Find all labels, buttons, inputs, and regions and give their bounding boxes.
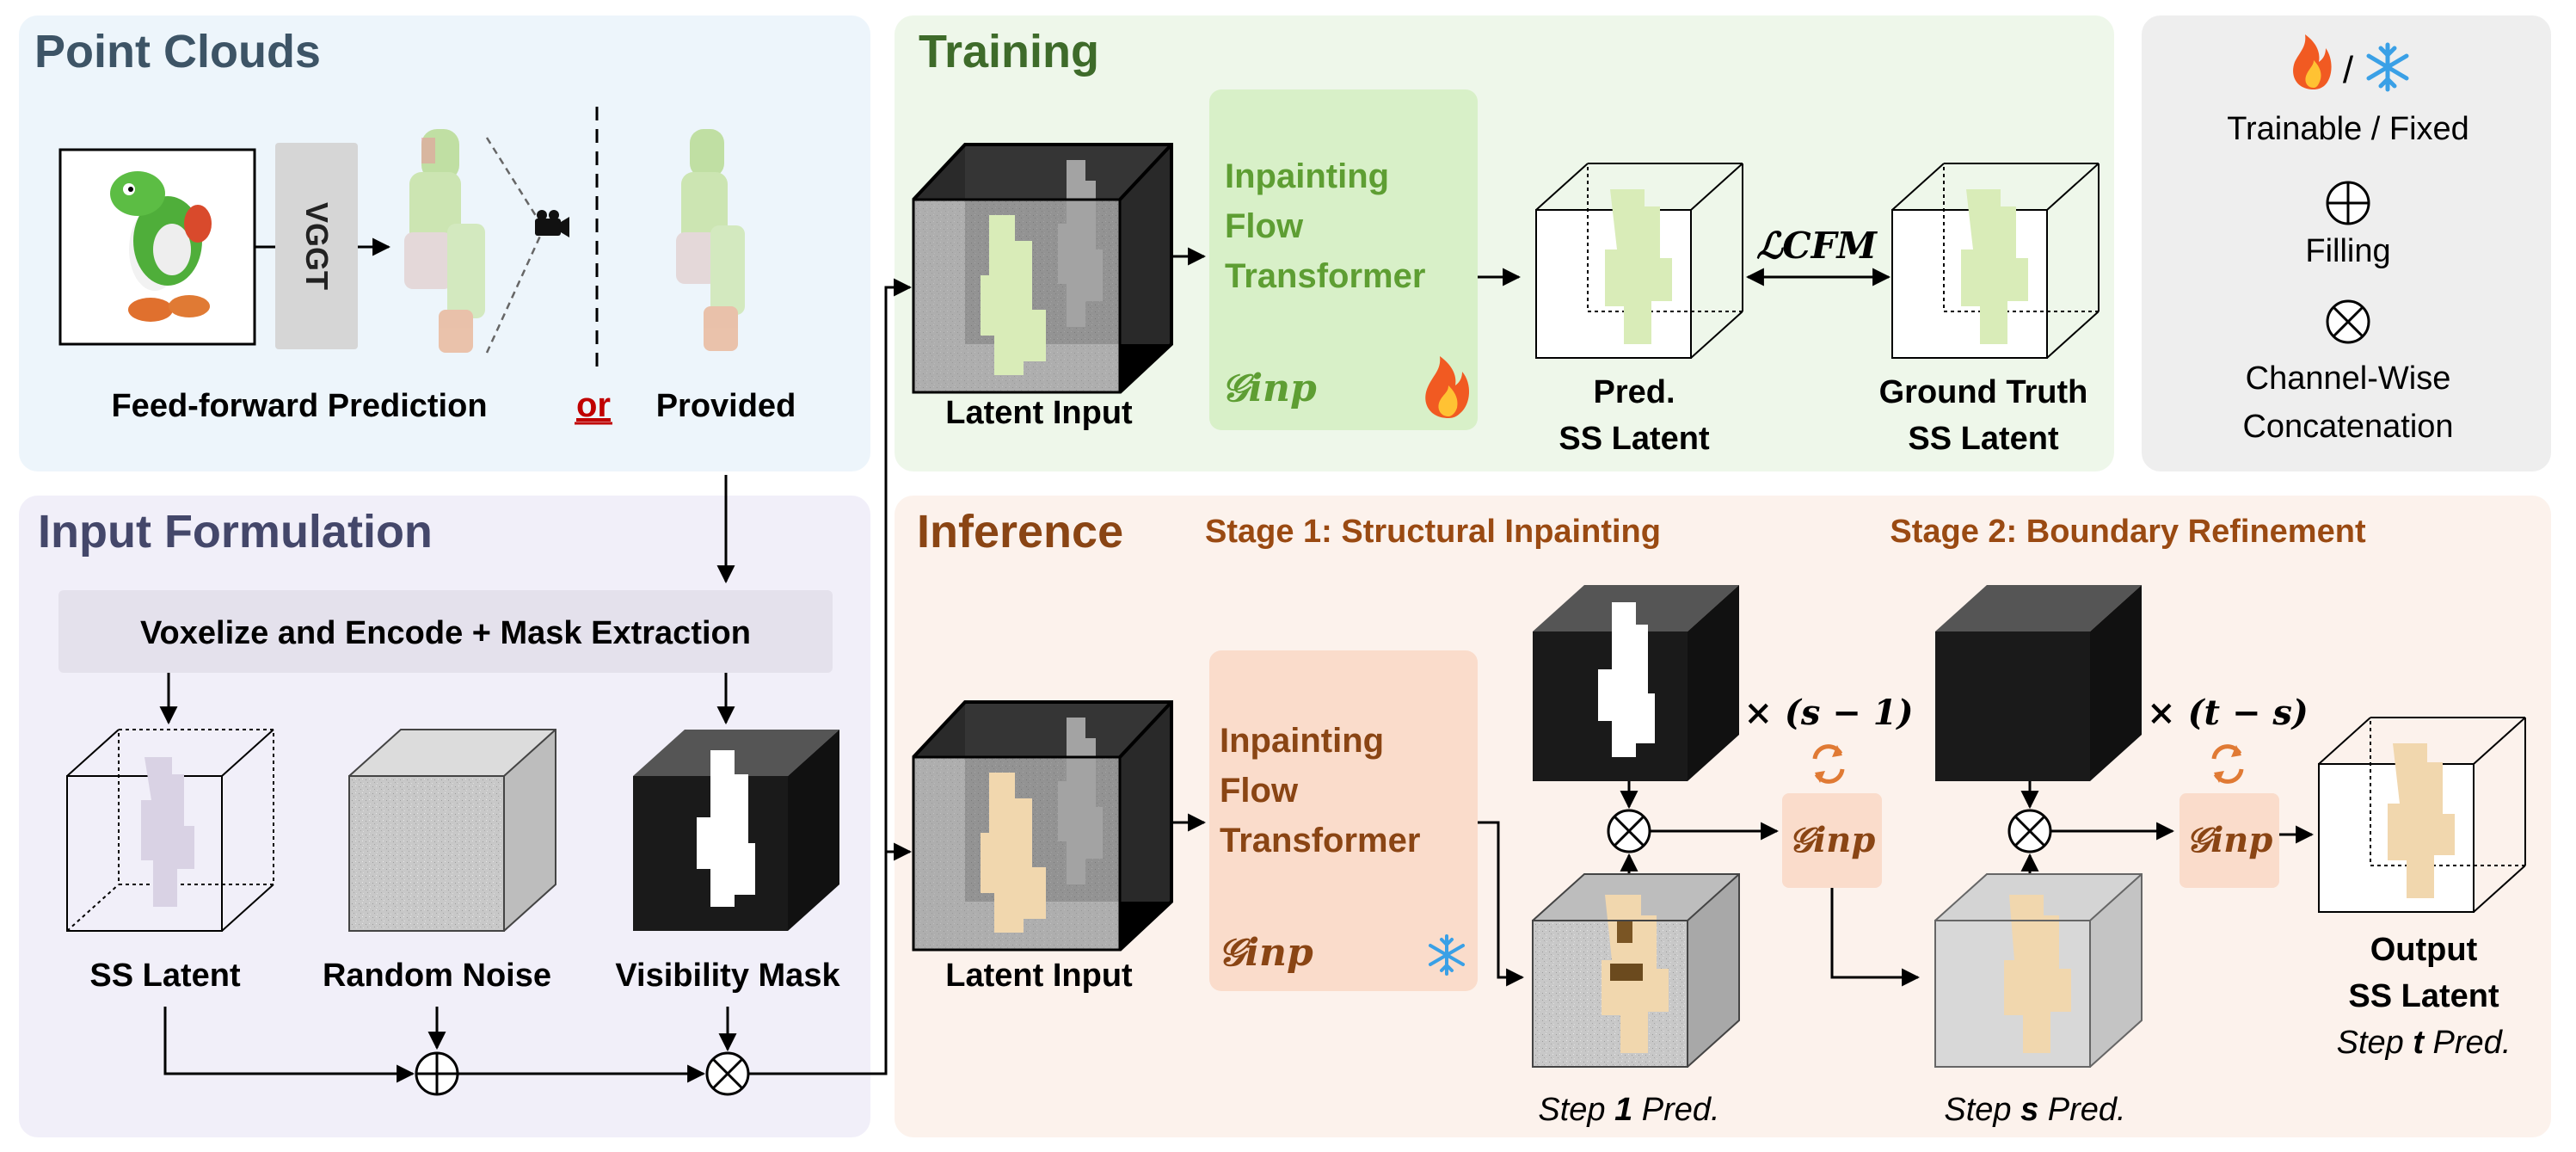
training-latent-input-label: Latent Input xyxy=(945,395,1133,431)
camera-icon xyxy=(535,210,569,237)
training-transformer-box xyxy=(1209,89,1478,430)
inference-transformer-line3: Transformer xyxy=(1220,822,1420,859)
output-line2: SS Latent xyxy=(2348,978,2499,1014)
times-t-minus-s: × (t − s) xyxy=(2147,693,2309,733)
stage2-ginp-label: 𝒢inp xyxy=(2186,820,2273,860)
random-noise-label: Random Noise xyxy=(323,958,551,994)
steps-pred-label: Step s Pred. xyxy=(1944,1092,2125,1128)
stage2-title: Stage 2: Boundary Refinement xyxy=(1890,514,2366,550)
training-transformer-line1: Inpainting xyxy=(1225,157,1389,195)
legend-filling-icon xyxy=(2326,181,2370,225)
legend-concat-icon xyxy=(2326,299,2370,344)
visibility-mask-cube xyxy=(633,730,839,931)
legend-concat-line2: Concatenation xyxy=(2242,409,2453,445)
steps-pred-cube xyxy=(1934,873,2143,1068)
loss-label: ℒCFM xyxy=(1756,225,1878,267)
provided-point-cloud xyxy=(676,129,745,351)
stage1-concat-icon xyxy=(1607,809,1651,853)
voxelize-label: Voxelize and Encode + Mask Extraction xyxy=(140,615,751,651)
voxelize-box xyxy=(58,590,833,673)
inference-transformer-box xyxy=(1209,650,1478,991)
inference-title: Inference xyxy=(917,506,1123,558)
training-pred-line2: SS Latent xyxy=(1559,421,1710,457)
ss-latent-label: SS Latent xyxy=(89,958,241,994)
stage2-mask-cube xyxy=(1935,585,2142,781)
training-transformer-line2: Flow xyxy=(1225,207,1304,245)
legend-fire-icon xyxy=(2293,34,2332,89)
training-pred-line1: Pred. xyxy=(1593,374,1675,410)
input-formulation-title: Input Formulation xyxy=(38,506,433,558)
stage1-ginp-box xyxy=(1782,793,1882,888)
concat-op-icon xyxy=(705,1051,750,1096)
legend-concat-line1: Channel-Wise xyxy=(2246,360,2451,397)
filling-op-icon xyxy=(415,1051,459,1096)
random-noise-cube xyxy=(348,729,556,932)
or-label: or xyxy=(576,386,611,424)
stage1-loop-icon xyxy=(1812,744,1845,784)
stage1-title: Stage 1: Structural Inpainting xyxy=(1205,514,1661,550)
training-gt-line2: SS Latent xyxy=(1908,421,2059,457)
training-panel xyxy=(895,15,2114,471)
ss-latent-cube xyxy=(66,729,274,932)
legend-slash: / xyxy=(2343,49,2354,91)
snowflake-icon xyxy=(1429,934,1465,976)
stage1-ginp-label: 𝒢inp xyxy=(1789,820,1876,860)
step1-pred-cube xyxy=(1532,873,1740,1068)
line-concat-to-latent-inputs xyxy=(748,278,913,1075)
inference-transformer-line1: Inpainting xyxy=(1220,722,1384,760)
training-transformer-line3: Transformer xyxy=(1225,257,1425,295)
inference-latent-input-cube xyxy=(912,700,1173,952)
output-line1: Output xyxy=(2370,932,2478,968)
training-pred-cube xyxy=(1535,163,1743,359)
camera-ray-bottom xyxy=(485,231,544,354)
training-gt-line1: Ground Truth xyxy=(1879,374,2088,410)
yoshi-figure xyxy=(110,171,212,322)
vggt-box xyxy=(275,143,358,349)
training-g-inp: 𝒢inp xyxy=(1221,367,1317,410)
predicted-point-cloud xyxy=(404,129,485,353)
line-ss-to-fill xyxy=(163,1007,415,1083)
step1-pred-label: Step 1 Pred. xyxy=(1538,1092,1719,1128)
legend-panel xyxy=(2142,15,2551,471)
stage2-concat-icon xyxy=(2007,809,2052,853)
stage2-loop-icon xyxy=(2211,744,2244,784)
inference-transformer-line2: Flow xyxy=(1220,772,1299,810)
camera-ray-top xyxy=(485,137,544,226)
legend-snowflake-icon xyxy=(2366,42,2409,92)
inference-latent-input-label: Latent Input xyxy=(945,958,1133,994)
line-transformer-to-step1 xyxy=(1478,821,1525,987)
inference-g-inp: 𝒢inp xyxy=(1218,931,1313,975)
stage2-ginp-box xyxy=(2179,793,2279,888)
times-s-minus-1: × (s − 1) xyxy=(1743,693,1913,733)
training-title: Training xyxy=(919,26,1099,77)
fire-icon xyxy=(1425,356,1470,418)
stept-pred-label: Step t Pred. xyxy=(2337,1025,2511,1061)
visibility-mask-label: Visibility Mask xyxy=(615,958,840,994)
point-clouds-title: Point Clouds xyxy=(34,26,321,77)
provided-label: Provided xyxy=(656,388,796,424)
legend-trainable-fixed: Trainable / Fixed xyxy=(2227,111,2469,147)
training-latent-input-cube xyxy=(912,143,1173,394)
feed-forward-label: Feed-forward Prediction xyxy=(111,388,487,424)
legend-filling: Filling xyxy=(2305,233,2390,269)
stage1-mask-cube xyxy=(1533,585,1739,781)
line-ginp1-to-steps xyxy=(1830,888,1921,987)
vggt-label: VGGT xyxy=(299,202,335,290)
training-gt-cube xyxy=(1891,163,2100,359)
output-cube xyxy=(2318,717,2526,913)
